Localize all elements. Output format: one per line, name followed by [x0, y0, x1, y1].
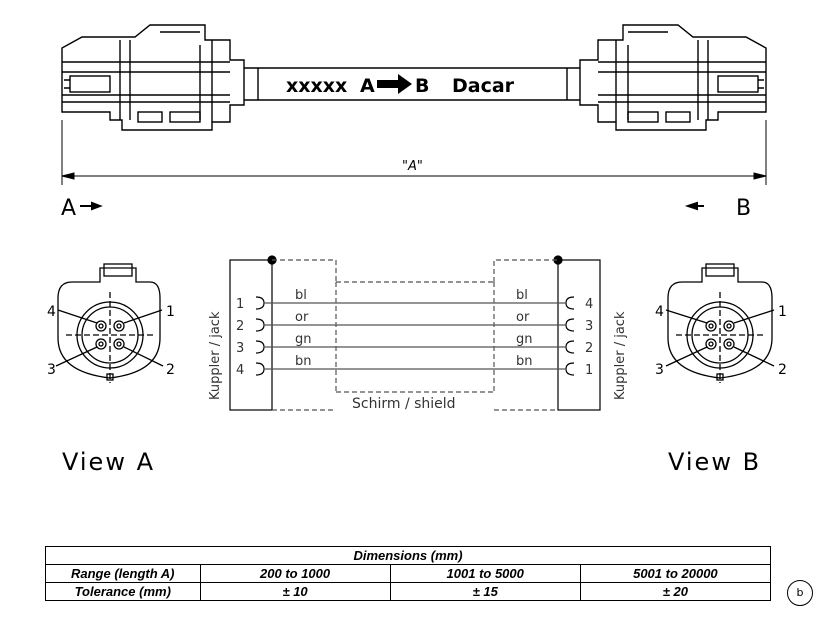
wire-label-right-or: or [516, 310, 530, 325]
table-row-tolerance: Tolerance (mm) ± 10 ± 15 ± 20 [45, 582, 772, 601]
view-b-face-icon [665, 263, 775, 383]
wire-label-left-or: or [295, 310, 309, 325]
table-title: Dimensions (mm) [45, 546, 771, 565]
shield-label: Schirm / shield [352, 396, 456, 412]
view-b-pin-1: 1 [778, 304, 787, 320]
view-b-title: View B [668, 448, 761, 476]
view-a-face-icon [55, 263, 164, 383]
range-cell-1: 200 to 1000 [199, 564, 391, 583]
view-a-pin-4: 4 [47, 304, 56, 320]
view-b-pin-4: 4 [655, 304, 664, 320]
marking-brand: Dacar [452, 75, 515, 97]
left-jack-block [229, 259, 273, 411]
left-pin-2: 2 [236, 319, 244, 334]
table-title-row: Dimensions (mm) [45, 546, 771, 565]
left-pin-3: 3 [236, 341, 244, 356]
table-row-range: Range (length A) 200 to 1000 1001 to 500… [45, 564, 772, 583]
left-jack-label: Kuppler / jack [208, 311, 223, 400]
end-a-label: A [61, 196, 76, 221]
right-pin-2: 2 [585, 341, 593, 356]
range-cell-3: 5001 to 20000 [579, 564, 772, 583]
end-b-label: B [736, 196, 751, 221]
tolerance-cell-3: ± 20 [579, 582, 772, 601]
dimensions-table: Dimensions (mm) Range (length A) 200 to … [45, 546, 772, 601]
row-header-tolerance: Tolerance (mm) [45, 582, 201, 601]
left-connector-icon [61, 24, 245, 131]
view-b-pin-3: 3 [655, 362, 664, 378]
right-connector-icon [579, 24, 767, 131]
wire-label-right-bl: bl [516, 288, 528, 303]
wiring-schematic [229, 255, 601, 411]
marking-to: B [415, 75, 429, 97]
tolerance-cell-1: ± 10 [199, 582, 391, 601]
wire-label-left-bn: bn [295, 354, 312, 369]
right-jack-block [557, 259, 601, 411]
arrow-right-icon [80, 201, 103, 211]
revision-badge: b [787, 580, 813, 606]
left-pin-4: 4 [236, 363, 244, 378]
right-pin-3: 3 [585, 319, 593, 334]
range-cell-2: 1001 to 5000 [389, 564, 581, 583]
view-a-pin-1: 1 [166, 304, 175, 320]
cable-assembly [61, 24, 767, 131]
right-pin-4: 4 [585, 297, 593, 312]
wire-label-left-gn: gn [295, 332, 312, 347]
length-label: "A" [402, 159, 423, 174]
view-a-title: View A [62, 448, 155, 476]
cable-body [244, 67, 580, 101]
tolerance-cell-2: ± 15 [389, 582, 581, 601]
wire-label-right-gn: gn [516, 332, 533, 347]
marking-from: A [360, 75, 375, 97]
dimensions-table-wrap: Dimensions (mm) Range (length A) 200 to … [45, 546, 772, 601]
right-jack-label: Kuppler / jack [613, 311, 628, 400]
right-pin-1: 1 [585, 363, 593, 378]
wire-label-right-bn: bn [516, 354, 533, 369]
marking-code: xxxxx [286, 75, 347, 97]
view-a-pin-3: 3 [47, 362, 56, 378]
row-header-range: Range (length A) [45, 564, 201, 583]
arrow-left-icon [684, 201, 704, 211]
length-dimension [61, 120, 767, 185]
view-b-pin-2: 2 [778, 362, 787, 378]
wire-label-left-bl: bl [295, 288, 307, 303]
left-pin-1: 1 [236, 297, 244, 312]
arrow-right-icon [377, 74, 412, 94]
view-a-pin-2: 2 [166, 362, 175, 378]
